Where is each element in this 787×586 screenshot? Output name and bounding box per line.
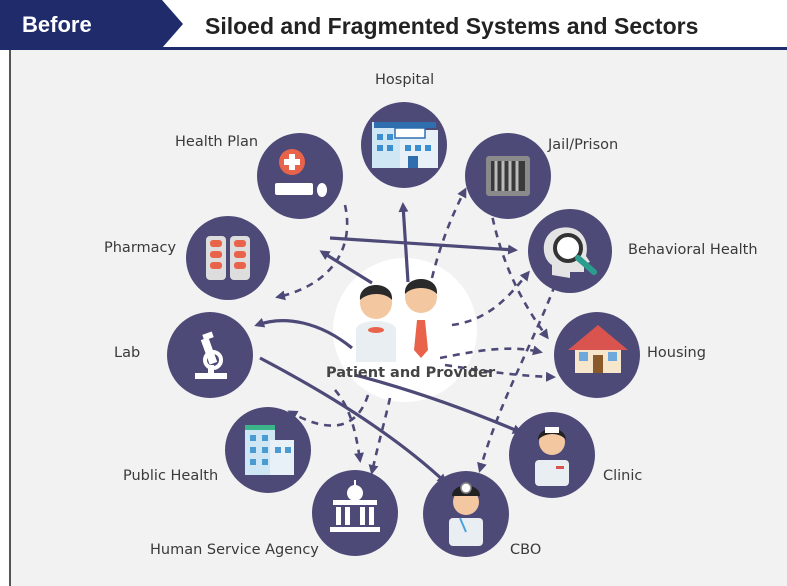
dash-to-hsa [368,397,392,475]
health-plan-circle [257,133,343,219]
dash-to-public-health [287,394,370,427]
dash-to-housing [444,363,556,382]
house-icon [568,325,628,373]
hospital-label: Hospital [375,72,435,88]
dash-to-jail [430,187,467,279]
dash-jail-to-housing [488,204,549,340]
patient-provider-icon [356,279,440,362]
hospital-building-icon [372,122,438,168]
jail-label: Jail/Prison [548,137,619,153]
clinic-label: Clinic [603,468,643,484]
arrow-lab-to-cbo [259,356,448,485]
doctor-icon [449,482,483,546]
head-magnifier-icon [543,227,597,278]
before-tab-label: Before [22,12,92,37]
arrow-to-lab [254,317,354,350]
microscope-icon [195,331,227,379]
pharmacy-label: Pharmacy [104,240,177,256]
computer-medical-icon [275,149,327,197]
lab-label: Lab [114,345,141,361]
center-label: Patient and Provider [326,365,496,381]
capitol-building-icon [330,480,380,532]
jail-bars-icon [486,156,530,196]
connection-arrows [254,202,523,485]
hsa-label: Human Service Agency [150,542,319,558]
header-bar: Before Siloed and Fragmented Systems and… [0,0,787,50]
dash-to-pharmacy [275,204,349,301]
housing-label: Housing [647,345,706,361]
pill-pack-icon [206,236,250,280]
arrow-to-clinic [354,373,523,434]
dash-to-housing-2 [439,345,543,360]
public-health-label: Public Health [123,468,219,484]
arrow-to-health-plan [319,250,373,285]
header-divider [0,47,787,50]
dash-behavioral-to-cbo [477,284,557,473]
nurse-icon [535,427,569,486]
dash-center-down [334,389,364,463]
office-building-icon [245,425,294,475]
pharmacy-circle [186,216,270,300]
before-tab-shape [0,0,183,48]
hsa-circle [312,470,398,556]
cbo-label: CBO [510,542,542,558]
dashed-arrows [275,187,557,475]
health-plan-label: Health Plan [175,134,259,150]
behavioral-label: Behavioral Health [628,242,758,258]
arrow-health-plan-to-behavioral [329,236,518,255]
page-title: Siloed and Fragmented Systems and Sector… [205,13,699,39]
